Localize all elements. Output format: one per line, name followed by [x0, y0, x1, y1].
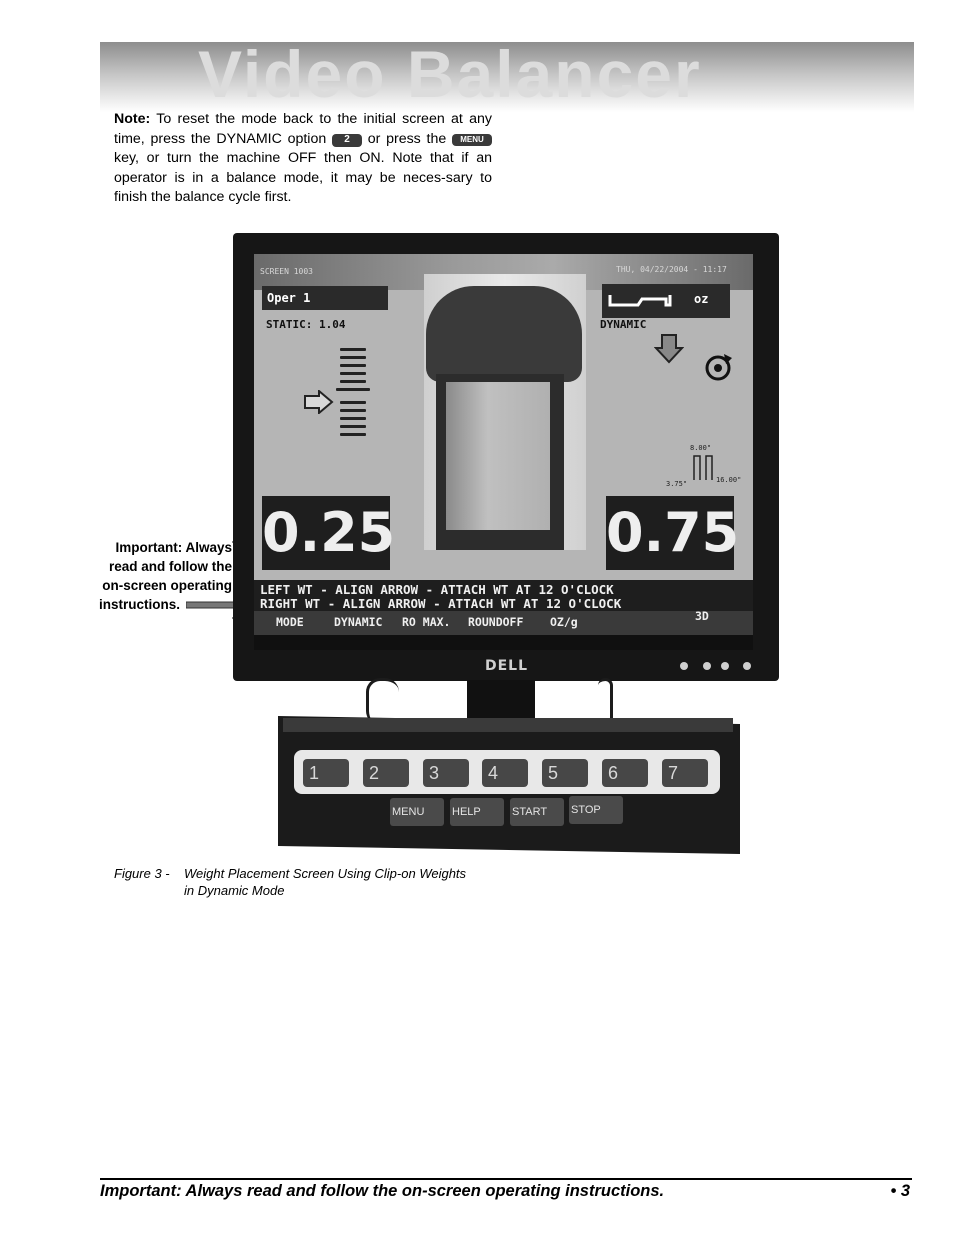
note-paragraph: Note: To reset the mode back to the init…	[114, 110, 492, 208]
down-arrow-icon	[654, 334, 684, 364]
screen-id: SCREEN 1003	[260, 267, 313, 276]
softkey-bar: MODE DYNAMIC RO MAX. ROUNDOFF OZ/g 3D	[254, 609, 753, 635]
caption-line-2: in Dynamic Mode	[184, 882, 285, 898]
cable-left	[366, 678, 399, 725]
monitor-button-icon[interactable]	[703, 662, 711, 670]
page-header-title: Video Balancer	[198, 42, 702, 111]
softkey-mode[interactable]: MODE	[276, 615, 304, 629]
cable-right	[598, 678, 613, 725]
left-weight-value: 0.25	[262, 496, 395, 570]
static-readout: STATIC: 1.04	[266, 318, 346, 331]
key-5[interactable]: 5	[542, 759, 588, 787]
rim-dimension-icon	[693, 455, 713, 480]
unit-label: oz	[694, 292, 709, 306]
balancer-screen: SCREEN 1003 THU, 04/22/2004 - 11:17 Oper…	[254, 254, 753, 650]
monitor: SCREEN 1003 THU, 04/22/2004 - 11:17 Oper…	[233, 233, 779, 681]
softkey-roundoff[interactable]: ROUNDOFF	[468, 615, 524, 629]
callout-line: on-screen operating	[102, 578, 232, 593]
wheel-rim	[436, 374, 564, 550]
key-6[interactable]: 6	[602, 759, 648, 787]
figure-caption: Figure 3 - Weight Placement Screen Using …	[114, 866, 466, 899]
key-7[interactable]: 7	[662, 759, 708, 787]
softkey-oz-g[interactable]: OZ/g	[550, 615, 578, 629]
stop-key[interactable]: STOP	[569, 796, 623, 824]
left-arrow-right-icon	[304, 390, 334, 414]
help-key[interactable]: HELP	[450, 798, 504, 826]
menu-key-icon: MENU	[451, 133, 492, 146]
footer-rule	[100, 1178, 912, 1180]
footer-text: Important: Always read and follow the on…	[100, 1182, 665, 1200]
callout-line: read and follow the	[108, 559, 232, 574]
screen-bottom-bar	[254, 635, 753, 650]
key-3[interactable]: 3	[423, 759, 469, 787]
keypad-top-edge	[283, 718, 733, 732]
start-key[interactable]: START	[510, 798, 564, 826]
weight-type-box: oz	[602, 284, 730, 318]
note-text-2: or press the	[361, 130, 452, 147]
note-label: Note:	[114, 111, 151, 127]
key-4[interactable]: 4	[482, 759, 528, 787]
softkey-dynamic[interactable]: DYNAMIC	[334, 615, 383, 629]
note-text-1: To reset the mode back to the initial sc…	[114, 111, 492, 147]
callout-text: Important: Always read and follow the on…	[78, 538, 232, 614]
header-band: Video Balancer	[100, 42, 914, 112]
callout-line: instructions.	[98, 597, 180, 612]
power-button-icon[interactable]	[743, 662, 751, 670]
menu-key[interactable]: MENU	[390, 798, 444, 826]
right-weight-value: 0.75	[606, 496, 739, 570]
screen-datetime: THU, 04/22/2004 - 11:17	[616, 265, 727, 274]
softkey-3d[interactable]: 3D	[695, 609, 709, 623]
monitor-brand-logo: DELL	[485, 658, 529, 674]
clip-weight-icon	[608, 295, 672, 307]
key-1[interactable]: 1	[303, 759, 349, 787]
position-ladder	[336, 348, 370, 441]
rotate-wheel-icon	[705, 354, 732, 381]
dim-top-label: 8.00"	[690, 444, 712, 452]
dim-left-label: 3.75"	[666, 480, 688, 488]
instruction-line-1: LEFT WT - ALIGN ARROW - ATTACH WT AT 12 …	[260, 582, 614, 597]
softkey-ro-max[interactable]: RO MAX.	[402, 615, 451, 629]
monitor-button-icon[interactable]	[721, 662, 729, 670]
monitor-button-icon[interactable]	[680, 662, 688, 670]
mode-label: DYNAMIC	[600, 318, 647, 331]
page-number: • 3	[890, 1182, 910, 1200]
operator-box: Oper 1	[262, 286, 388, 310]
dim-right-label: 16.00"	[716, 476, 742, 484]
dynamic-key-icon: 2	[331, 133, 362, 147]
callout-line: Important: Always	[115, 540, 232, 555]
wheel-diagram	[424, 274, 586, 550]
caption-line-1: Weight Placement Screen Using Clip-on We…	[184, 866, 467, 881]
note-text-3: key, or turn the machine OFF then ON. No…	[114, 150, 492, 206]
key-2[interactable]: 2	[363, 759, 409, 787]
figure-label: Figure 3 -	[114, 866, 170, 881]
tire-tread	[426, 286, 582, 382]
instruction-line-2: RIGHT WT - ALIGN ARROW - ATTACH WT AT 12…	[260, 596, 622, 611]
